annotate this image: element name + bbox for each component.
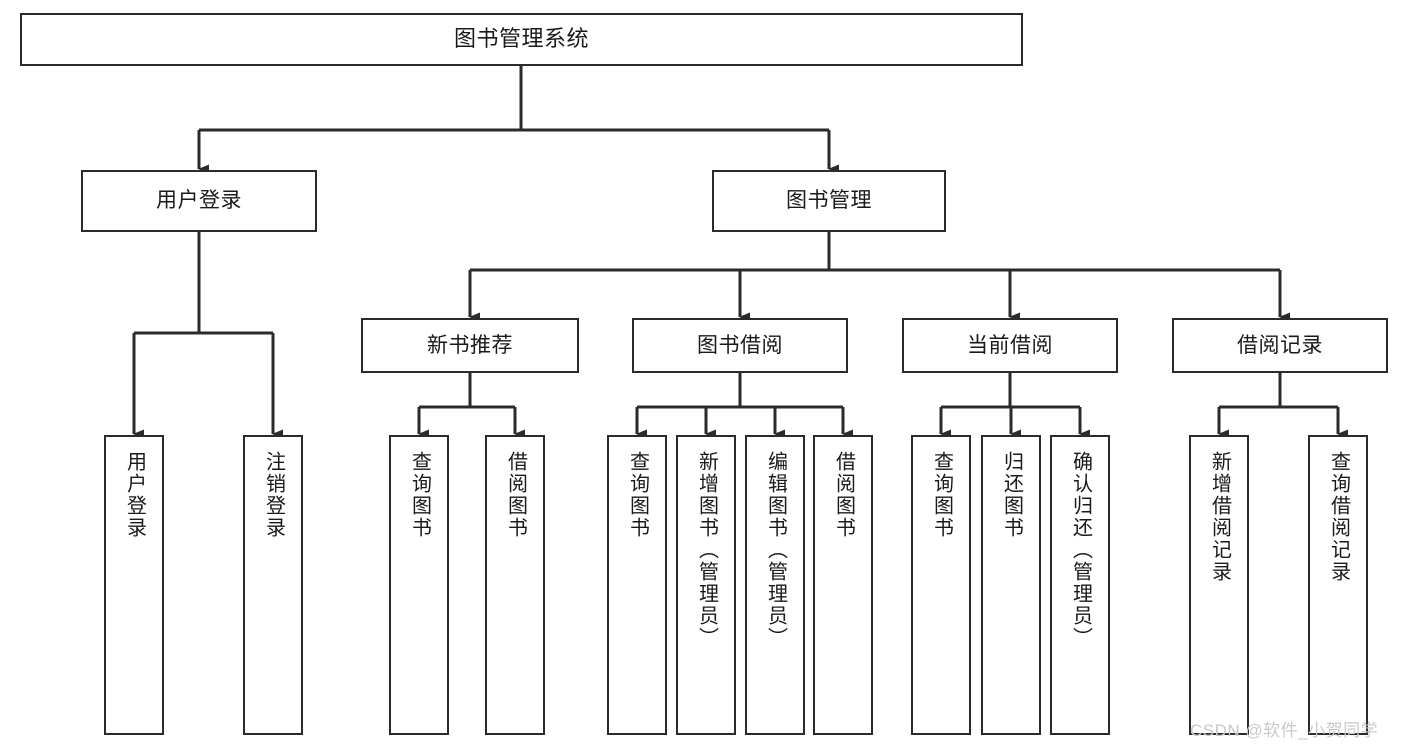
- node-label-bookmgmt: 图书管理: [786, 189, 872, 213]
- node-leaf-bw-query[interactable]: 查询图书: [607, 435, 667, 735]
- node-label-newbook: 新书推荐: [427, 333, 513, 357]
- node-root[interactable]: 图书管理系统: [20, 13, 1023, 66]
- node-label-current: 当前借阅: [967, 333, 1053, 357]
- node-label-leaf-user-logout: 注销登录: [262, 451, 285, 539]
- node-label-leaf-bw-edit: 编辑图书（管理员）: [764, 451, 787, 649]
- node-leaf-user-login[interactable]: 用户登录: [104, 435, 164, 735]
- node-label-borrow: 图书借阅: [697, 333, 783, 357]
- node-borrow[interactable]: 图书借阅: [632, 318, 848, 373]
- node-leaf-cu-return[interactable]: 归还图书: [981, 435, 1041, 735]
- node-login[interactable]: 用户登录: [81, 170, 317, 232]
- node-leaf-bw-edit[interactable]: 编辑图书（管理员）: [745, 435, 805, 735]
- node-leaf-rc-query[interactable]: 查询借阅记录: [1308, 435, 1368, 735]
- node-leaf-cu-confirm[interactable]: 确认归还（管理员）: [1050, 435, 1110, 735]
- node-label-leaf-bw-borrow: 借阅图书: [832, 451, 855, 539]
- node-leaf-nb-borrow[interactable]: 借阅图书: [485, 435, 545, 735]
- node-current[interactable]: 当前借阅: [902, 318, 1118, 373]
- node-label-records: 借阅记录: [1237, 333, 1323, 357]
- node-bookmgmt[interactable]: 图书管理: [712, 170, 946, 232]
- node-label-root: 图书管理系统: [453, 26, 589, 52]
- node-label-leaf-nb-query: 查询图书: [408, 451, 431, 539]
- connector-lines: [132, 66, 1348, 439]
- node-leaf-bw-borrow[interactable]: 借阅图书: [813, 435, 873, 735]
- node-records[interactable]: 借阅记录: [1172, 318, 1388, 373]
- node-leaf-cu-query[interactable]: 查询图书: [911, 435, 971, 735]
- node-leaf-nb-query[interactable]: 查询图书: [389, 435, 449, 735]
- node-label-leaf-nb-borrow: 借阅图书: [504, 451, 527, 539]
- node-label-leaf-rc-query: 查询借阅记录: [1327, 451, 1350, 583]
- node-label-leaf-cu-confirm: 确认归还（管理员）: [1069, 451, 1092, 649]
- node-label-leaf-bw-query: 查询图书: [626, 451, 649, 539]
- node-newbook[interactable]: 新书推荐: [361, 318, 579, 373]
- node-label-leaf-cu-return: 归还图书: [1000, 451, 1023, 539]
- node-leaf-user-logout[interactable]: 注销登录: [243, 435, 303, 735]
- node-label-login: 用户登录: [156, 189, 242, 213]
- node-label-leaf-cu-query: 查询图书: [930, 451, 953, 539]
- node-leaf-rc-add[interactable]: 新增借阅记录: [1189, 435, 1249, 735]
- node-label-leaf-user-login: 用户登录: [123, 451, 146, 539]
- node-leaf-bw-add[interactable]: 新增图书（管理员）: [676, 435, 736, 735]
- node-label-leaf-bw-add: 新增图书（管理员）: [695, 451, 718, 649]
- node-label-leaf-rc-add: 新增借阅记录: [1208, 451, 1231, 583]
